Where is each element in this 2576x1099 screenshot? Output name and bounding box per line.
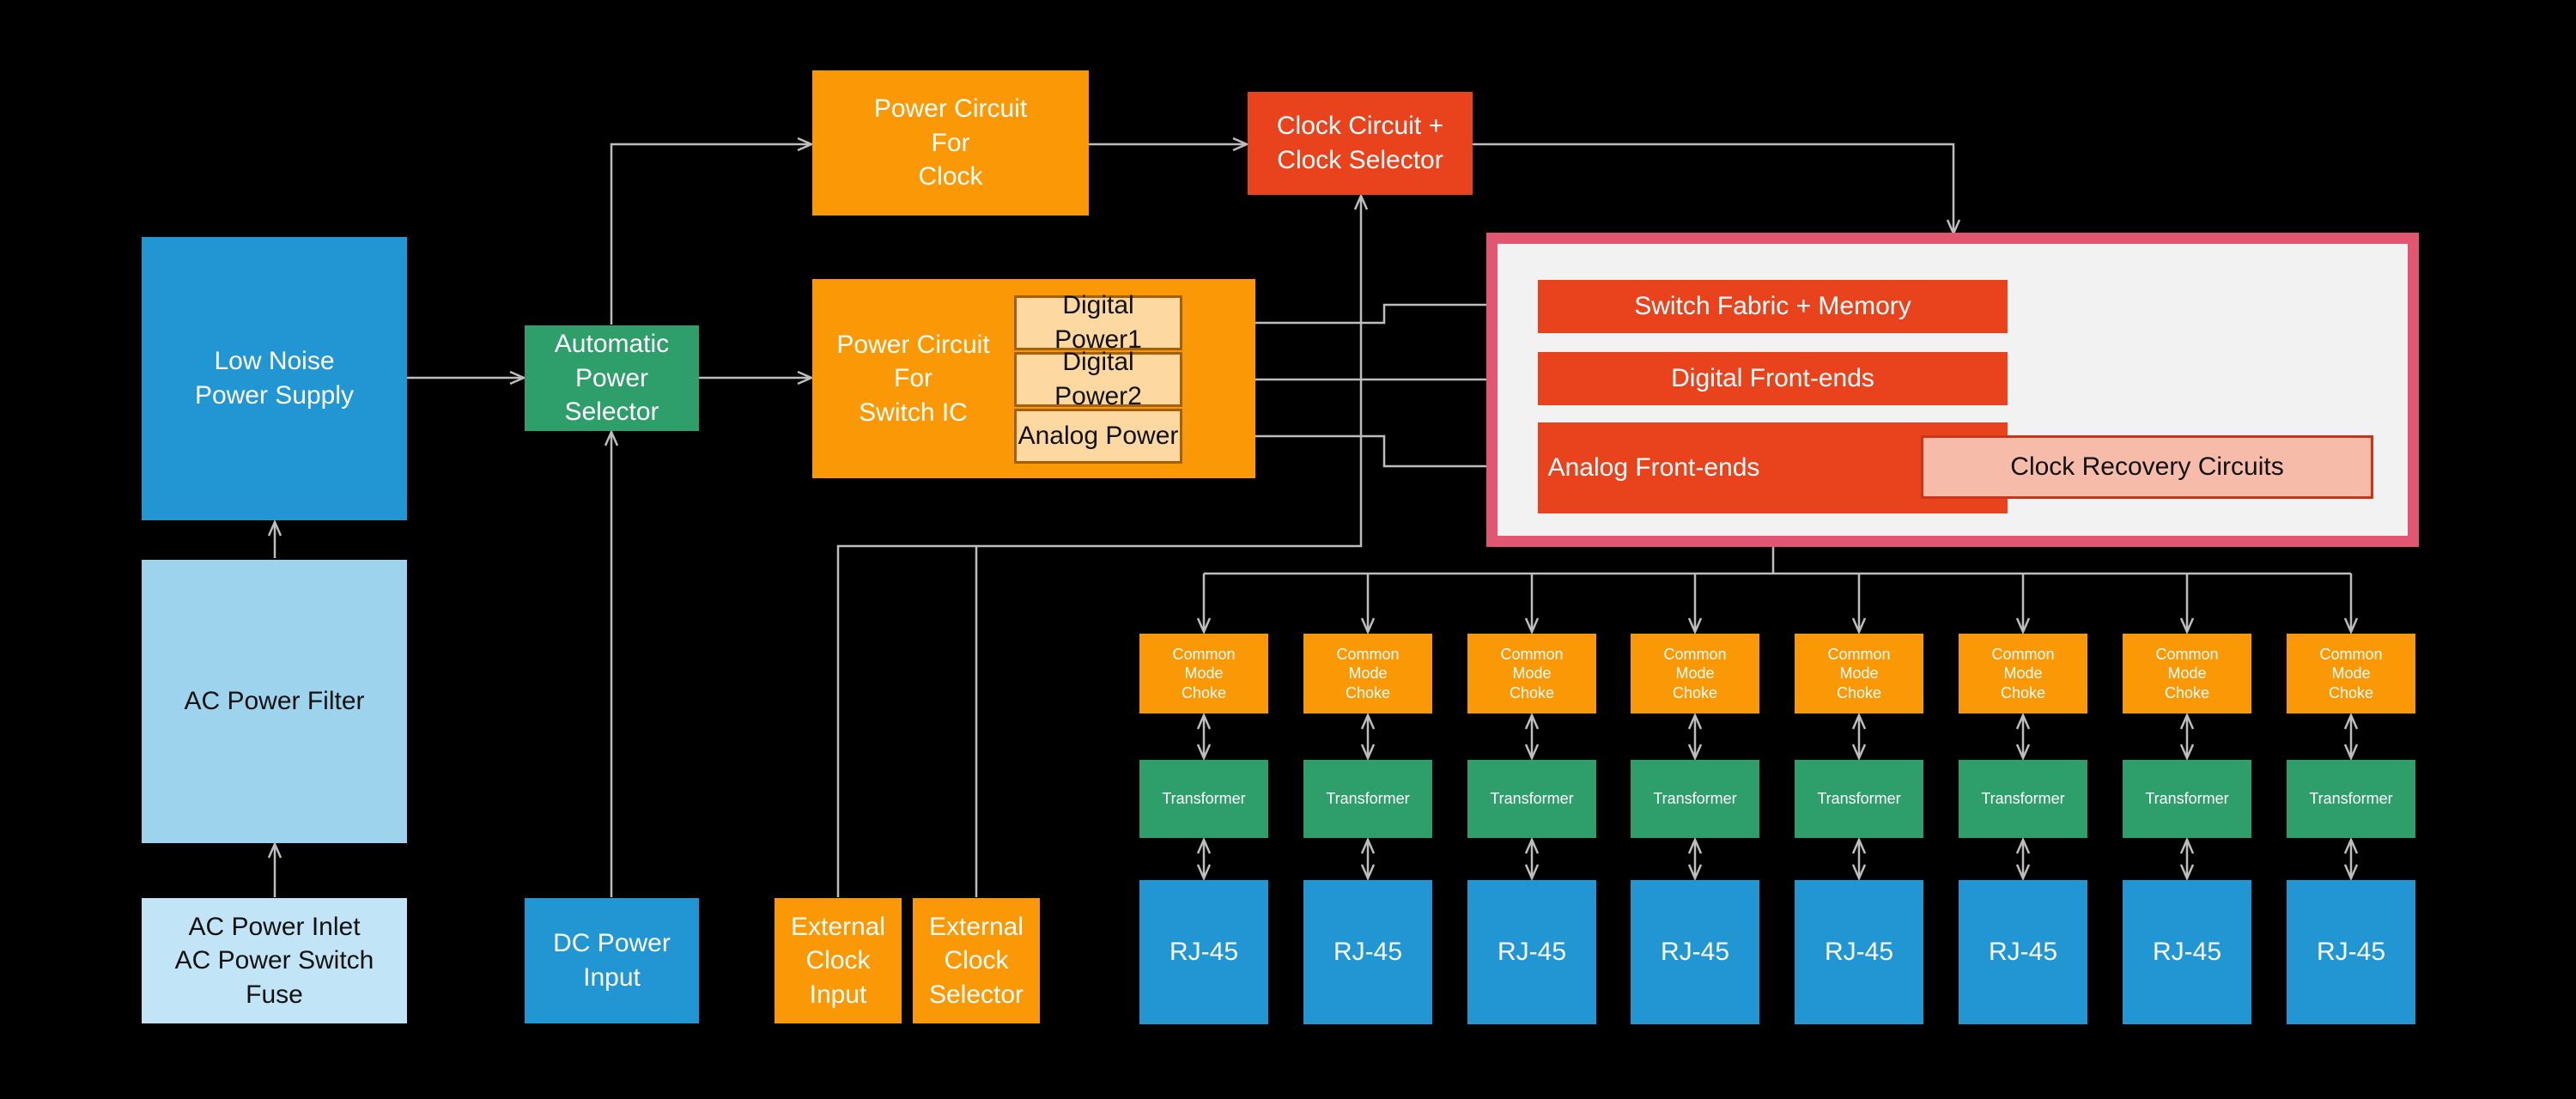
ac-power-inlet-switch-fuse: AC Power Inlet AC Power Switch Fuse <box>142 898 407 1023</box>
common-mode-choke: Common Mode Choke <box>1139 634 1268 713</box>
ac-power-filter: AC Power Filter <box>142 560 407 843</box>
rj45-port: RJ-45 <box>1303 880 1432 1024</box>
digital-power2: Digital Power2 <box>1014 348 1182 410</box>
transformer: Transformer <box>1631 760 1759 838</box>
dc-power-input: DC Power Input <box>525 898 699 1023</box>
switch-fabric-memory: Switch Fabric + Memory <box>1538 280 2008 333</box>
analog-power: Analog Power <box>1014 409 1182 464</box>
power-circuit-for-clock: Power Circuit For Clock <box>812 70 1089 216</box>
rj45-port: RJ-45 <box>1795 880 1923 1024</box>
common-mode-choke: Common Mode Choke <box>1303 634 1432 713</box>
common-mode-choke: Common Mode Choke <box>1795 634 1923 713</box>
analog-front-ends: Analog Front-ends <box>1547 453 1760 483</box>
common-mode-choke: Common Mode Choke <box>2123 634 2251 713</box>
digital-power1: Digital Power1 <box>1014 291 1182 354</box>
transformer: Transformer <box>2287 760 2415 838</box>
rj45-port: RJ-45 <box>1959 880 2087 1024</box>
rj45-port: RJ-45 <box>1467 880 1596 1024</box>
transformer: Transformer <box>2123 760 2251 838</box>
common-mode-choke: Common Mode Choke <box>1467 634 1596 713</box>
external-clock-selector: External Clock Selector <box>913 898 1040 1023</box>
transformer: Transformer <box>1139 760 1268 838</box>
transformer: Transformer <box>1959 760 2087 838</box>
rj45-port: RJ-45 <box>1631 880 1759 1024</box>
rj45-port: RJ-45 <box>2287 880 2415 1024</box>
transformer: Transformer <box>1795 760 1923 838</box>
rj45-port: RJ-45 <box>2123 880 2251 1024</box>
digital-front-ends: Digital Front-ends <box>1538 352 2008 405</box>
automatic-power-selector: Automatic Power Selector <box>525 325 699 431</box>
rj45-port: RJ-45 <box>1139 880 1268 1024</box>
common-mode-choke: Common Mode Choke <box>1959 634 2087 713</box>
clock-recovery-circuits: Clock Recovery Circuits <box>1921 435 2373 499</box>
low-noise-power-supply: Low Noise Power Supply <box>142 237 407 520</box>
common-mode-choke: Common Mode Choke <box>2287 634 2415 713</box>
transformer: Transformer <box>1303 760 1432 838</box>
clock-circuit-clock-selector: Clock Circuit + Clock Selector <box>1248 92 1473 195</box>
power-circuit-switch-ic-label: Power Circuit For Switch IC <box>836 330 990 427</box>
power-circuit-for-switch-ic: Power Circuit For Switch IC Digital Powe… <box>812 279 1255 478</box>
external-clock-input: External Clock Input <box>775 898 902 1023</box>
common-mode-choke: Common Mode Choke <box>1631 634 1759 713</box>
transformer: Transformer <box>1467 760 1596 838</box>
